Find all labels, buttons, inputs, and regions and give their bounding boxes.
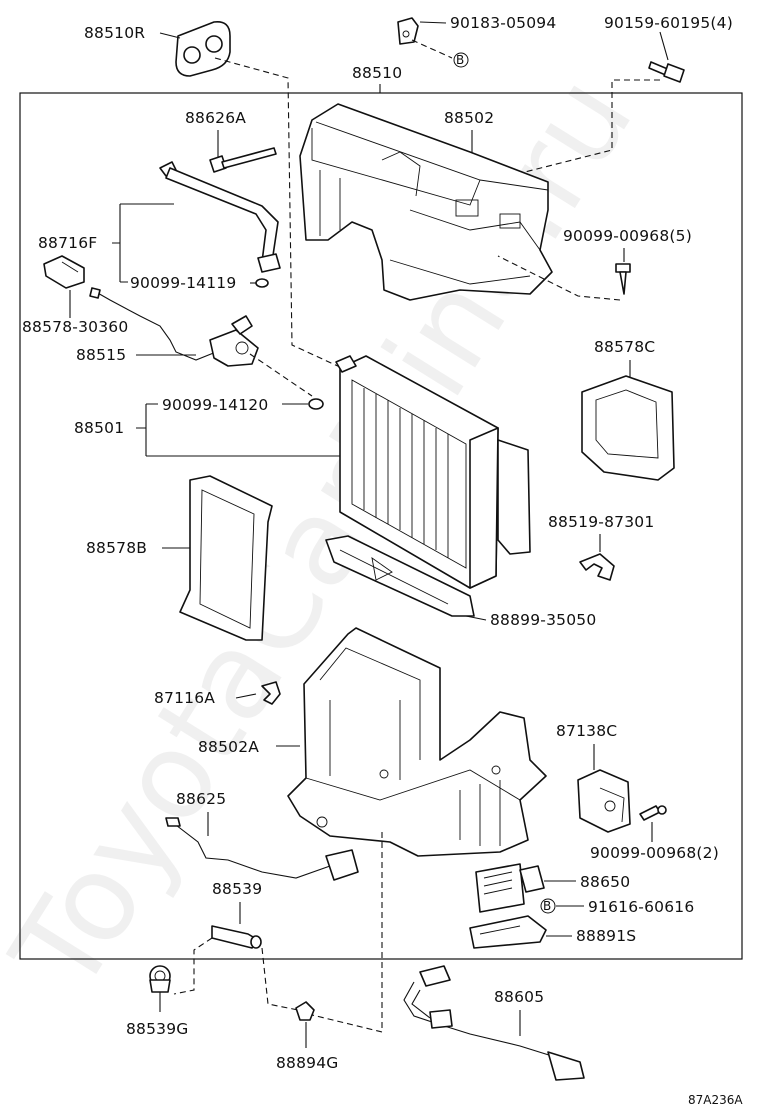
label-88605: 88605	[494, 988, 544, 1006]
o-ring-14119[interactable]	[255, 278, 269, 288]
label-88578B: 88578B	[86, 539, 147, 557]
sleeve-88578-30360[interactable]	[43, 255, 85, 289]
clamp-88626A[interactable]	[209, 147, 277, 173]
drain-pan-88899[interactable]	[325, 535, 475, 617]
resistor-87138C[interactable]	[577, 769, 631, 833]
screw-90159[interactable]	[648, 61, 685, 83]
svg-text:B: B	[456, 53, 464, 67]
label-88502A: 88502A	[198, 738, 259, 756]
label-88515: 88515	[76, 346, 126, 364]
svg-text:B: B	[543, 899, 551, 913]
sensor-88515[interactable]	[89, 287, 259, 367]
label-88891S: 88891S	[576, 927, 636, 945]
amplifier-88650[interactable]	[475, 863, 545, 913]
label-87138C: 87138C	[556, 722, 617, 740]
grommet-88510R[interactable]	[175, 20, 231, 77]
clip-87116A[interactable]	[261, 681, 281, 705]
bracket-88891S[interactable]	[469, 915, 547, 949]
upper-case-88502[interactable]	[299, 103, 553, 301]
clip-90183[interactable]	[397, 17, 419, 45]
grommet-88539G[interactable]	[149, 965, 171, 993]
ref-mark-b: B	[453, 52, 469, 68]
label-88578C: 88578C	[594, 338, 655, 356]
assembly-frame	[19, 92, 743, 960]
screw-90099-00968-5[interactable]	[615, 263, 631, 295]
label-88578-30360: 88578-30360	[22, 318, 128, 336]
label-88650: 88650	[580, 873, 630, 891]
harness-88605[interactable]	[403, 965, 585, 1081]
seal-88578B[interactable]	[179, 475, 273, 641]
label-91616: 91616-60616	[588, 898, 694, 916]
label-87116A: 87116A	[154, 689, 215, 707]
label-88510: 88510	[352, 64, 402, 82]
sensor-88539[interactable]	[211, 925, 262, 949]
label-90099-14120: 90099-14120	[162, 396, 268, 414]
label-90099-00968-5: 90099-00968(5)	[563, 227, 692, 245]
seal-88578C[interactable]	[581, 375, 675, 481]
label-88502: 88502	[444, 109, 494, 127]
sensor-88625[interactable]	[165, 817, 359, 881]
clip-88894G[interactable]	[295, 1001, 315, 1021]
label-88501: 88501	[74, 419, 124, 437]
figure-code: 87A236A	[688, 1093, 743, 1107]
o-ring-14120[interactable]	[308, 398, 324, 410]
clip-88519[interactable]	[579, 553, 615, 581]
label-88539G: 88539G	[126, 1020, 189, 1038]
screw-90099-00968-2[interactable]	[639, 805, 667, 821]
label-88716F: 88716F	[38, 234, 97, 252]
label-90159: 90159-60195(4)	[604, 14, 733, 32]
label-88899: 88899-35050	[490, 611, 596, 629]
label-88519: 88519-87301	[548, 513, 654, 531]
evaporator-core-88501[interactable]	[335, 355, 531, 589]
label-90099-14119: 90099-14119	[130, 274, 236, 292]
label-88539: 88539	[212, 880, 262, 898]
label-88625: 88625	[176, 790, 226, 808]
lower-case-88502A[interactable]	[287, 627, 547, 857]
label-88626A: 88626A	[185, 109, 246, 127]
label-90183: 90183-05094	[450, 14, 556, 32]
label-90099-00968-2: 90099-00968(2)	[590, 844, 719, 862]
label-88894G: 88894G	[276, 1054, 339, 1072]
ref-mark-b-2: B	[540, 898, 556, 914]
tube-88716F[interactable]	[159, 161, 281, 273]
label-88510R: 88510R	[84, 24, 145, 42]
